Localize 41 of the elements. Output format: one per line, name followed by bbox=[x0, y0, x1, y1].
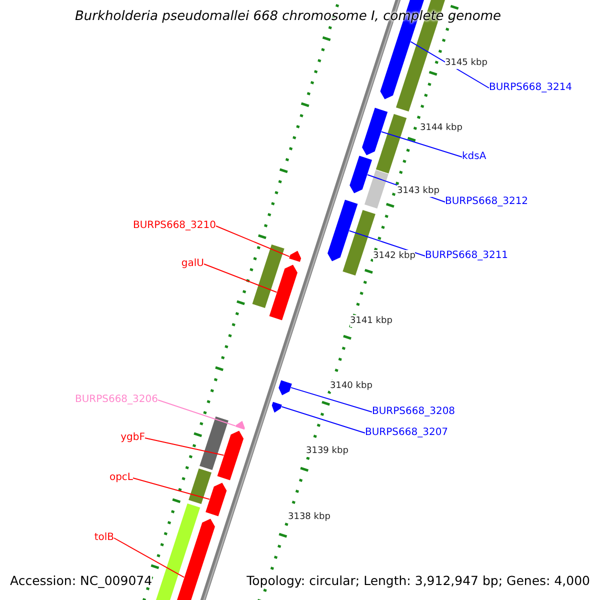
leader-line bbox=[281, 406, 366, 434]
gene-label: BURPS668_3211 bbox=[425, 250, 508, 262]
leader-line bbox=[144, 438, 224, 456]
leader-line bbox=[132, 478, 210, 500]
gene-label: BURPS668_3208 bbox=[372, 406, 456, 418]
gene-label: ygbF bbox=[120, 432, 145, 444]
leader-line bbox=[158, 400, 236, 426]
footer-text: Accession: NC_009074 bbox=[10, 575, 152, 587]
scale-tick-label: 3141 kbp bbox=[350, 315, 392, 327]
footer-text: Topology: circular; Length: 3,912,947 bp; Genes: 4,000 bbox=[246, 575, 590, 587]
scale-tick-label: 3145 kbp bbox=[445, 57, 488, 69]
gene-label: galU bbox=[181, 258, 204, 270]
gene-feature bbox=[204, 482, 228, 517]
leader-line bbox=[348, 230, 426, 256]
scale-tick-label: 3143 kbp bbox=[397, 185, 440, 197]
scale-tick-label: 3142 kbp bbox=[373, 250, 416, 262]
gene-label: BURPS668_3210 bbox=[132, 220, 216, 232]
scale-tick-label: 3139 kbp bbox=[306, 445, 348, 457]
gene-feature bbox=[361, 107, 388, 156]
gene-feature bbox=[268, 264, 298, 321]
gene-label: kdsA bbox=[462, 151, 486, 163]
leader-line bbox=[380, 131, 462, 158]
gene-label: BURPS668_3206 bbox=[74, 394, 158, 406]
leader-line bbox=[204, 264, 278, 293]
gene-label: BURPS668_3207 bbox=[365, 427, 448, 439]
scale-tick-label: 3138 kbp bbox=[288, 511, 330, 523]
gene-feature bbox=[216, 430, 244, 481]
leader-line bbox=[290, 387, 372, 412]
gene-label: BURPS668_3214 bbox=[489, 82, 572, 94]
gene-label: BURPS668_3212 bbox=[445, 196, 528, 208]
gene-feature bbox=[288, 250, 302, 263]
leader-line bbox=[216, 226, 290, 258]
scale-tick-label: 3140 kbp bbox=[330, 380, 372, 392]
gene-label: tolB bbox=[94, 532, 114, 544]
gene-label: opcL bbox=[109, 472, 133, 484]
gene-feature bbox=[348, 155, 373, 194]
gene-feature bbox=[271, 401, 283, 414]
scale-tick-label: 3144 kbp bbox=[420, 122, 462, 134]
leader-line bbox=[114, 538, 185, 578]
gene-feature bbox=[326, 199, 358, 262]
gene-feature bbox=[278, 380, 293, 396]
